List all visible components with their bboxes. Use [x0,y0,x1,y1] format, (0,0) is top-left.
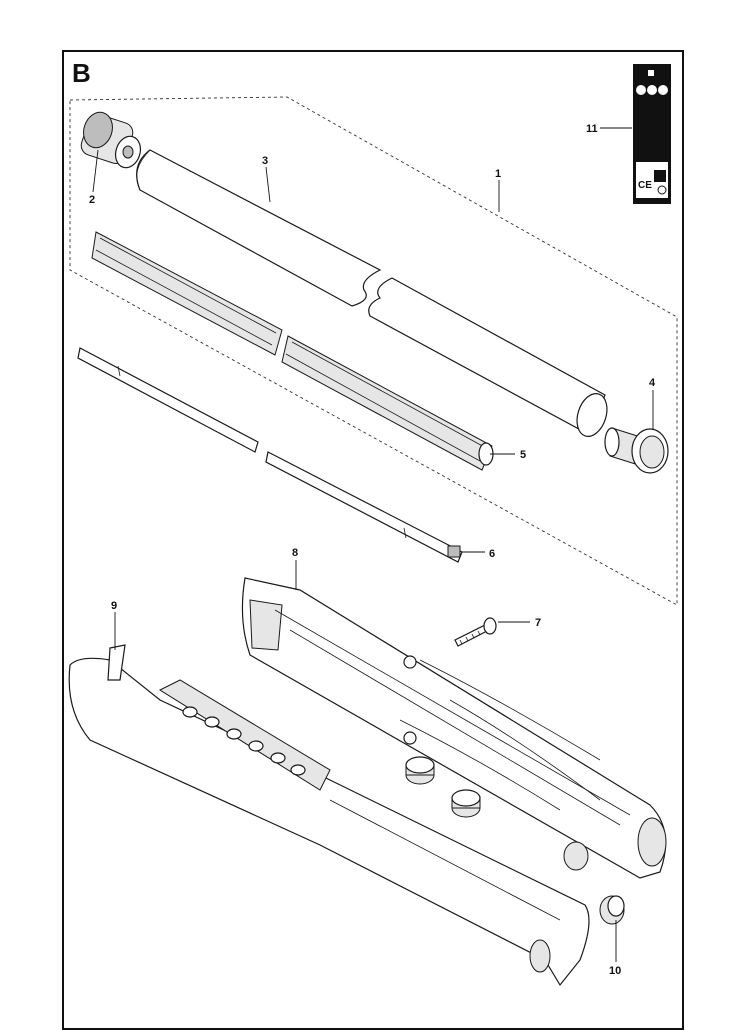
callout-1: 1 [495,168,501,180]
damper-bushings [405,756,589,871]
part-8-inner-housing [241,577,667,879]
callout-4: 4 [649,377,656,389]
callout-5: 5 [520,449,526,461]
part-10-bushing [599,895,625,925]
callout-6: 6 [489,548,495,560]
part-11-decal: CE [633,64,671,204]
exploded-parts-diagram: CE 1 2 3 4 5 6 7 8 9 10 11 [68,64,678,987]
part-5-channel-rail [91,231,494,471]
section-letter: B [72,58,91,88]
part-7-screw [454,617,497,647]
callout-11: 11 [586,123,598,135]
callout-9: 9 [111,600,117,612]
part-9-outer-housing [68,644,590,987]
part-3-tube-right [368,277,608,437]
part-3-tube-left [136,149,382,307]
callout-8: 8 [292,547,298,559]
part-4-end-cap [604,427,669,474]
part-6-drive-shaft [77,347,463,563]
leader-lines [92,127,654,962]
decal-ce-mark: CE [638,180,652,191]
kit-boundary [69,96,678,606]
part-2-end-cap [80,111,142,169]
callout-10: 10 [609,965,621,977]
callout-3: 3 [262,155,268,167]
callout-2: 2 [89,194,95,206]
callout-7: 7 [535,617,541,629]
